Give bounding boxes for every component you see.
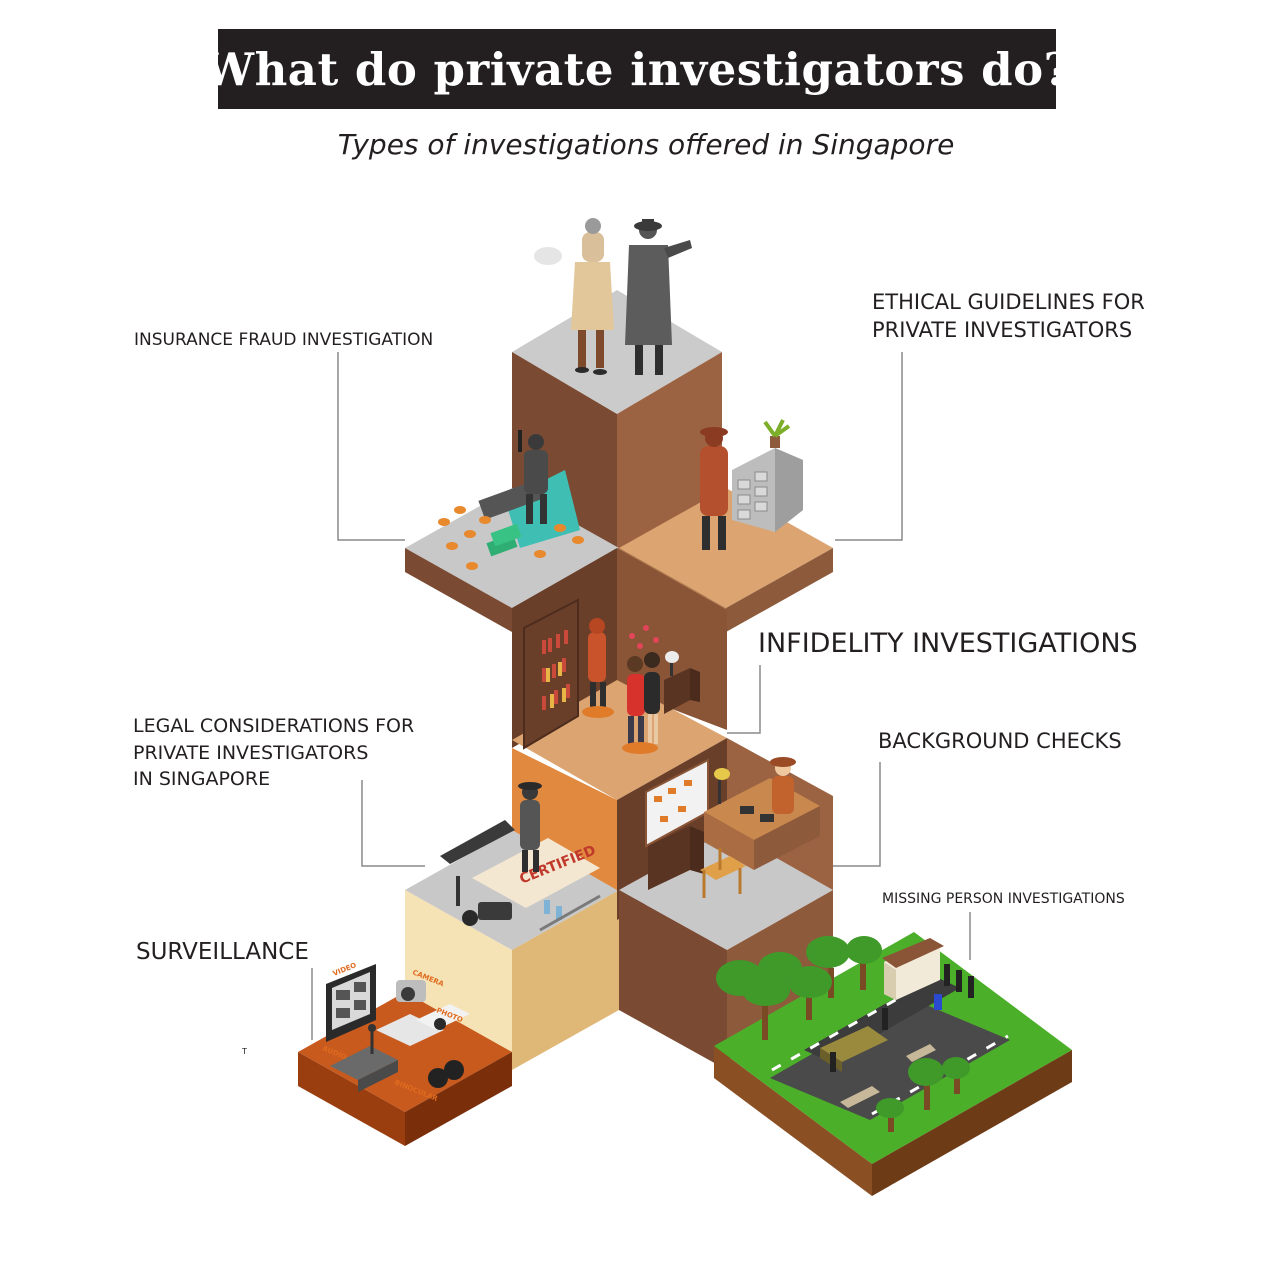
leader-lines <box>311 352 971 1040</box>
label-insurance-fraud: INSURANCE FRAUD INVESTIGATION <box>134 330 434 350</box>
label-surveillance: SURVEILLANCE <box>136 939 309 965</box>
leader-line-insurance <box>337 352 405 541</box>
leader-line-background <box>818 762 881 867</box>
page-subtitle: Types of investigations offered in Singa… <box>337 128 955 161</box>
legal-considerations-platform: CERTIFIED <box>405 748 619 1070</box>
label-infidelity: INFIDELITY INVESTIGATIONS <box>758 628 1138 659</box>
leader-line-ethical <box>835 352 903 541</box>
label-legal-considerations: LEGAL CONSIDERATIONS FOR PRIVATE INVESTI… <box>133 715 415 791</box>
title-banner: What do private investigators do? <box>204 29 1070 109</box>
missing-person-park <box>714 932 1072 1196</box>
infidelity-room <box>512 548 727 800</box>
stray-mark: T <box>241 1047 247 1056</box>
leader-line-legal <box>361 780 425 867</box>
page-title: What do private investigators do? <box>203 42 1071 96</box>
background-checks-room <box>617 738 833 950</box>
label-missing-person: MISSING PERSON INVESTIGATIONS <box>882 891 1125 907</box>
detectives-figures <box>534 218 692 375</box>
label-background-checks: BACKGROUND CHECKS <box>878 729 1122 753</box>
leader-line-infidelity <box>727 665 761 734</box>
label-ethical-guidelines: ETHICAL GUIDELINES FOR PRIVATE INVESTIGA… <box>872 290 1145 343</box>
